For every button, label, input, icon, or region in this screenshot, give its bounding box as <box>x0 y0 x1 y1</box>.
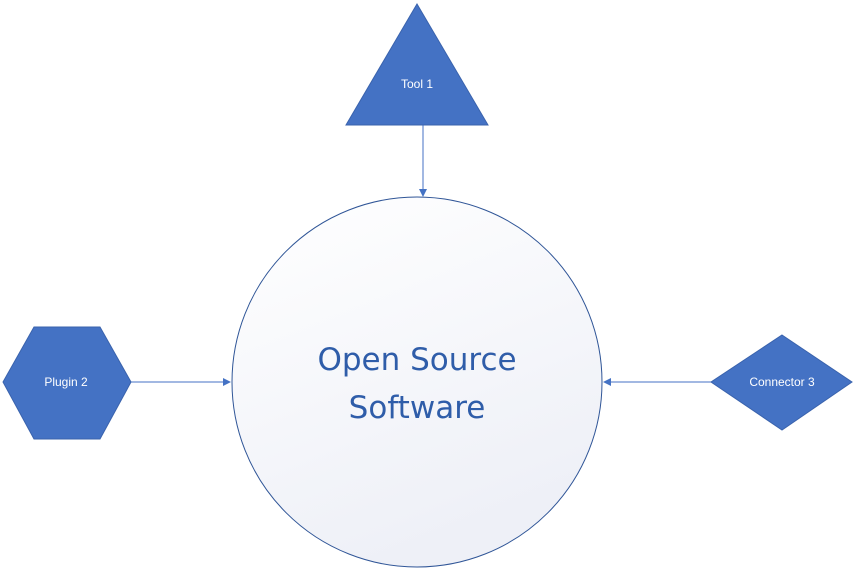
center-label-line2: Software <box>349 390 486 426</box>
tool-label: Tool 1 <box>401 77 433 91</box>
center-circle-shape <box>231 196 603 568</box>
hexagon-shape <box>2 326 132 440</box>
triangle-shape <box>345 3 489 126</box>
connector-label: Connector 3 <box>749 375 815 389</box>
plugin-node[interactable]: Plugin 2 <box>2 326 132 440</box>
center-label-line1: Open Source <box>317 342 516 378</box>
plugin-label: Plugin 2 <box>44 375 88 389</box>
connector-node[interactable]: Connector 3 <box>710 334 853 431</box>
tool-node[interactable]: Tool 1 <box>345 3 489 126</box>
center-node[interactable]: Open Source Software <box>231 196 603 568</box>
diamond-shape <box>710 334 853 431</box>
